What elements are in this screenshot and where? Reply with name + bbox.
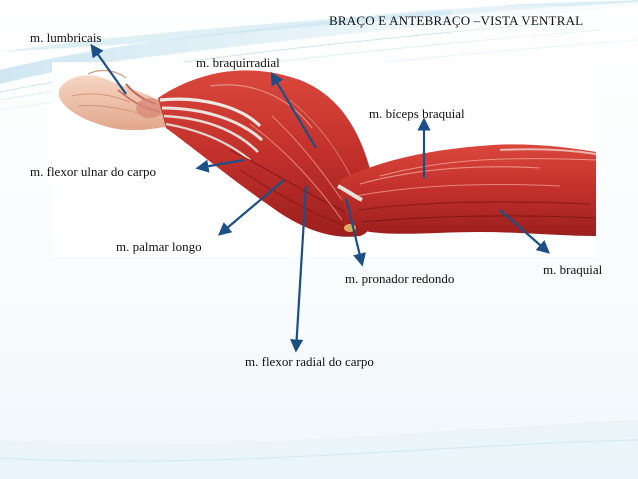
arrow-flexor-ulnar — [195, 158, 245, 173]
arrow-pronador — [344, 197, 366, 267]
upper-arm — [337, 144, 597, 236]
hand — [58, 69, 170, 131]
label-flexor-radial: m. flexor radial do carpo — [245, 354, 374, 369]
arrow-braquial — [499, 209, 550, 254]
slide-title: BRAÇO E ANTEBRAÇO –VISTA VENTRAL — [329, 13, 584, 28]
label-lumbricais: m. lumbricais — [30, 30, 102, 45]
label-palmar-longo: m. palmar longo — [116, 239, 202, 254]
label-biceps: m. bíceps braquial — [369, 106, 465, 121]
label-pronador: m. pronador redondo — [345, 271, 455, 286]
label-braquial: m. braquial — [543, 262, 603, 277]
label-braquirradial: m. braquirradial — [196, 55, 280, 70]
arrow-flexor-radial — [290, 185, 308, 353]
arrow-braquirradial — [270, 71, 317, 149]
arrow-lumbricais — [90, 43, 127, 95]
arrow-palmar-longo — [217, 179, 285, 236]
label-flexor-ulnar: m. flexor ulnar do carpo — [30, 164, 156, 179]
forearm — [158, 70, 376, 237]
